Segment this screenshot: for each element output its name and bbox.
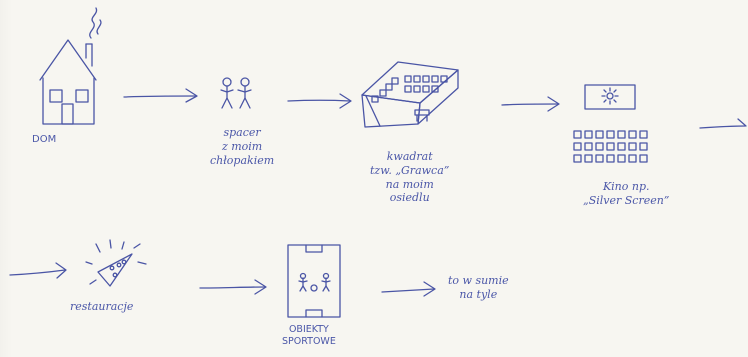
cinema-seats bbox=[574, 131, 647, 162]
arrow-icon-4 bbox=[700, 119, 746, 128]
pizza-icon bbox=[86, 240, 146, 286]
arrow-icon-2 bbox=[288, 94, 351, 108]
house-icon bbox=[40, 8, 101, 124]
label-koniec: to w sumie na tyle bbox=[448, 274, 509, 302]
couple-icon bbox=[221, 78, 251, 108]
label-obiekty: OBIEKTY SPORTOWE bbox=[282, 324, 336, 348]
label-restauracje: restauracje bbox=[70, 300, 133, 314]
arrow-icon-6 bbox=[200, 280, 266, 294]
cinema-icon bbox=[574, 85, 647, 162]
sports-field-icon bbox=[288, 245, 340, 317]
arrow-icon-3 bbox=[502, 97, 559, 111]
arrow-icon-1 bbox=[124, 89, 197, 102]
arrow-icon-5 bbox=[10, 263, 66, 278]
arrow-icon-7 bbox=[382, 282, 435, 296]
label-kwadrat: kwadrat tzw. „Grawca” na moim osiedlu bbox=[370, 150, 449, 205]
label-kino: Kino np. „Silver Screen” bbox=[583, 180, 669, 208]
label-dom: DOM bbox=[32, 134, 56, 147]
building-icon bbox=[362, 62, 458, 127]
label-spacer: spacer z moim chłopakiem bbox=[210, 126, 274, 167]
